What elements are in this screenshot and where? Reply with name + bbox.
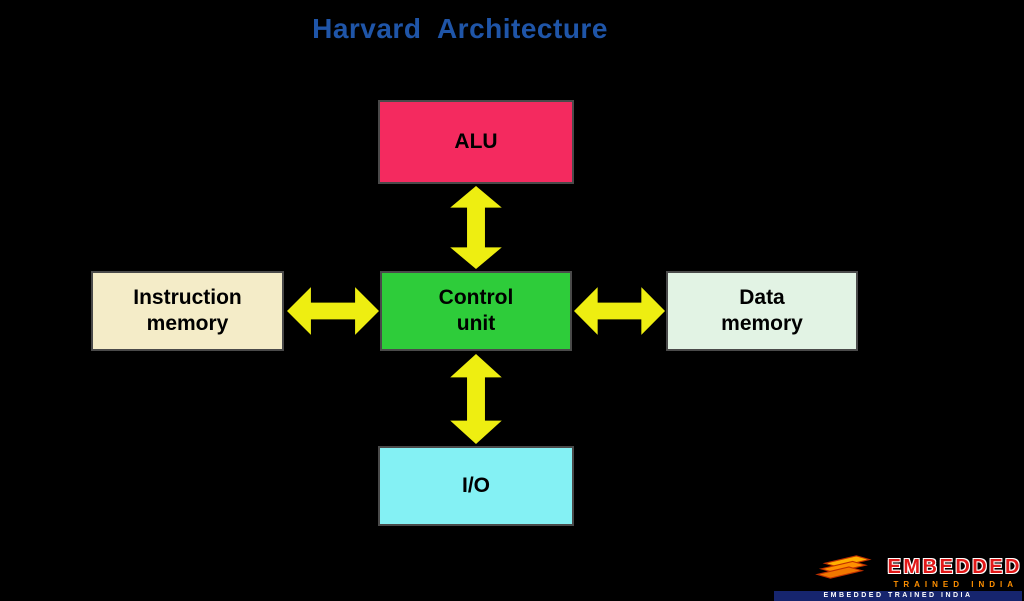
- arrow-control-data-shape: [574, 287, 665, 335]
- block-io: I/O: [378, 446, 574, 526]
- block-control-unit: Control unit: [380, 271, 572, 351]
- logo-subtitle: TRAINED INDIA: [893, 580, 1018, 589]
- watermark-logo: EMBEDDED TRAINED INDIA EMBEDDED TRAINED …: [774, 554, 1022, 601]
- arrow-instruction-control-shape: [287, 287, 379, 335]
- stacked-chips-icon: [814, 555, 872, 579]
- arrow-control-io-shape: [450, 354, 502, 444]
- arrow-instruction-control: [287, 287, 379, 335]
- arrow-control-data: [574, 287, 665, 335]
- block-alu: ALU: [378, 100, 574, 184]
- block-data-memory: Data memory: [666, 271, 858, 351]
- diagram-title: Harvard Architecture: [312, 13, 608, 44]
- block-instruction-memory-label: Instruction memory: [133, 286, 242, 335]
- block-instruction-memory: Instruction memory: [91, 271, 284, 351]
- arrow-alu-control: [450, 186, 502, 269]
- arrow-control-io: [450, 354, 502, 444]
- chip-bottom: [814, 566, 864, 579]
- block-data-memory-label: Data memory: [721, 286, 803, 335]
- watermark-logo-top: EMBEDDED: [813, 554, 1022, 580]
- block-io-label: I/O: [461, 474, 490, 498]
- block-control-unit-label: Control unit: [438, 286, 514, 335]
- block-alu-label: ALU: [454, 130, 498, 154]
- arrow-alu-control-shape: [450, 186, 502, 269]
- logo-tagline: EMBEDDED TRAINED INDIA: [774, 591, 1022, 601]
- logo-title: EMBEDDED: [887, 555, 1022, 578]
